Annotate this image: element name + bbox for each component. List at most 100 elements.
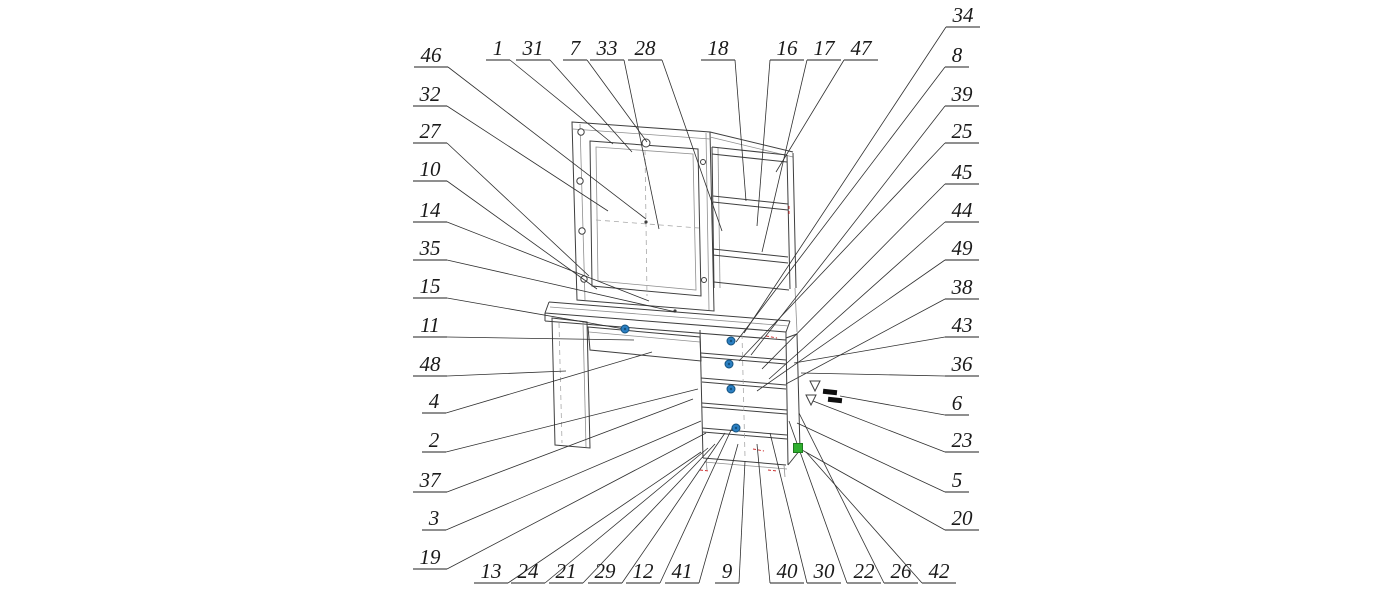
leader-line bbox=[756, 59, 771, 227]
part-callout-28: 28 bbox=[628, 36, 723, 232]
leader-line bbox=[761, 183, 946, 370]
part-number: 32 bbox=[419, 82, 442, 106]
part-number: 28 bbox=[635, 36, 657, 60]
leader-line bbox=[796, 422, 946, 493]
desk-top-inner bbox=[549, 306, 790, 327]
part-callout-49: 49 bbox=[756, 236, 979, 392]
drawer-unit bbox=[699, 329, 801, 478]
part-number: 24 bbox=[518, 559, 540, 583]
leader-line bbox=[445, 420, 702, 531]
part-number: 25 bbox=[952, 119, 973, 143]
leader-line bbox=[446, 398, 694, 493]
part-number: 10 bbox=[420, 157, 442, 181]
part-callout-48: 48 bbox=[413, 352, 567, 377]
part-number: 37 bbox=[419, 468, 443, 492]
leader-line bbox=[661, 59, 723, 232]
leader-line bbox=[549, 59, 633, 153]
leader-line bbox=[446, 336, 635, 341]
leader-line bbox=[446, 370, 567, 377]
part-callout-13: 13 bbox=[474, 451, 702, 584]
part-callout-47: 47 bbox=[775, 36, 878, 173]
shelf-unit-top-back bbox=[709, 131, 794, 153]
cam-fitting bbox=[726, 336, 736, 346]
part-callout-27: 27 bbox=[413, 119, 590, 277]
mirror-bevel bbox=[595, 146, 697, 291]
part-callout-34: 34 bbox=[743, 3, 980, 334]
leader-line bbox=[798, 412, 885, 584]
part-number: 20 bbox=[952, 506, 974, 530]
part-callout-36: 36 bbox=[800, 352, 979, 377]
part-number: 13 bbox=[481, 559, 502, 583]
fitting-center-dot bbox=[623, 327, 627, 331]
leader-line bbox=[621, 432, 726, 584]
leader-line bbox=[738, 460, 746, 584]
part-number: 17 bbox=[814, 36, 837, 60]
finish-triangle-symbol bbox=[809, 380, 821, 393]
part-callout-21: 21 bbox=[549, 443, 716, 584]
part-callout-23: 23 bbox=[812, 400, 979, 453]
shelf-boards bbox=[712, 195, 790, 291]
part-number: 30 bbox=[813, 559, 836, 583]
part-callout-30: 30 bbox=[769, 432, 841, 584]
green-marker bbox=[793, 443, 803, 453]
leader-line bbox=[446, 105, 609, 212]
part-callout-15: 15 bbox=[413, 274, 625, 330]
leader-line bbox=[793, 336, 946, 364]
leader-line bbox=[698, 443, 739, 584]
part-callout-12: 12 bbox=[626, 427, 733, 584]
leader-line bbox=[445, 388, 699, 453]
part-number: 47 bbox=[851, 36, 874, 60]
leader-line bbox=[446, 142, 590, 277]
leader-line bbox=[768, 221, 946, 380]
left-panel-inner bbox=[582, 321, 587, 448]
leader-line bbox=[623, 59, 660, 230]
left-leg-panel bbox=[551, 317, 591, 449]
part-number: 26 bbox=[891, 559, 913, 583]
part-callout-43: 43 bbox=[793, 313, 979, 364]
part-number: 39 bbox=[951, 82, 974, 106]
part-callout-5: 5 bbox=[796, 422, 969, 493]
leader-line bbox=[756, 259, 946, 392]
mirror-frame bbox=[571, 121, 715, 313]
leader-line bbox=[507, 451, 702, 584]
frame-hole bbox=[577, 128, 585, 136]
part-callout-33: 33 bbox=[590, 36, 660, 230]
part-number: 1 bbox=[493, 36, 504, 60]
part-number: 38 bbox=[951, 275, 974, 299]
frame-hole bbox=[576, 177, 584, 185]
fitting-center-dot bbox=[734, 426, 738, 430]
part-number: 48 bbox=[420, 352, 442, 376]
leader-line bbox=[839, 395, 946, 416]
mirror-frame-inner bbox=[589, 140, 702, 297]
part-number: 34 bbox=[952, 3, 975, 27]
part-number: 18 bbox=[708, 36, 730, 60]
part-number: 6 bbox=[952, 391, 963, 415]
part-number: 35 bbox=[419, 236, 441, 260]
leader-line bbox=[801, 449, 946, 531]
part-number: 36 bbox=[951, 352, 974, 376]
shelf-unit bbox=[709, 131, 798, 333]
part-callout-3: 3 bbox=[422, 420, 702, 531]
part-callout-9: 9 bbox=[715, 460, 746, 584]
part-callout-42: 42 bbox=[805, 451, 956, 584]
part-callout-45: 45 bbox=[761, 160, 979, 370]
part-callout-2: 2 bbox=[422, 388, 699, 453]
leader-line bbox=[738, 142, 946, 362]
cam-fitting bbox=[724, 359, 734, 369]
part-callout-44: 44 bbox=[768, 198, 979, 380]
leader-line bbox=[447, 66, 647, 220]
cam-fitting bbox=[731, 423, 741, 433]
part-callout-11: 11 bbox=[413, 313, 635, 341]
drawer-unit-sides bbox=[699, 329, 789, 466]
leader-line bbox=[446, 259, 677, 313]
part-number: 14 bbox=[420, 198, 442, 222]
leader-line bbox=[735, 66, 946, 343]
leader-line bbox=[812, 400, 946, 453]
leader-line bbox=[761, 59, 808, 253]
leader-line bbox=[544, 447, 709, 584]
fitting-center-dot bbox=[729, 339, 733, 343]
part-callout-46: 46 bbox=[414, 43, 647, 220]
shelf-unit-wall-inner bbox=[717, 147, 721, 289]
